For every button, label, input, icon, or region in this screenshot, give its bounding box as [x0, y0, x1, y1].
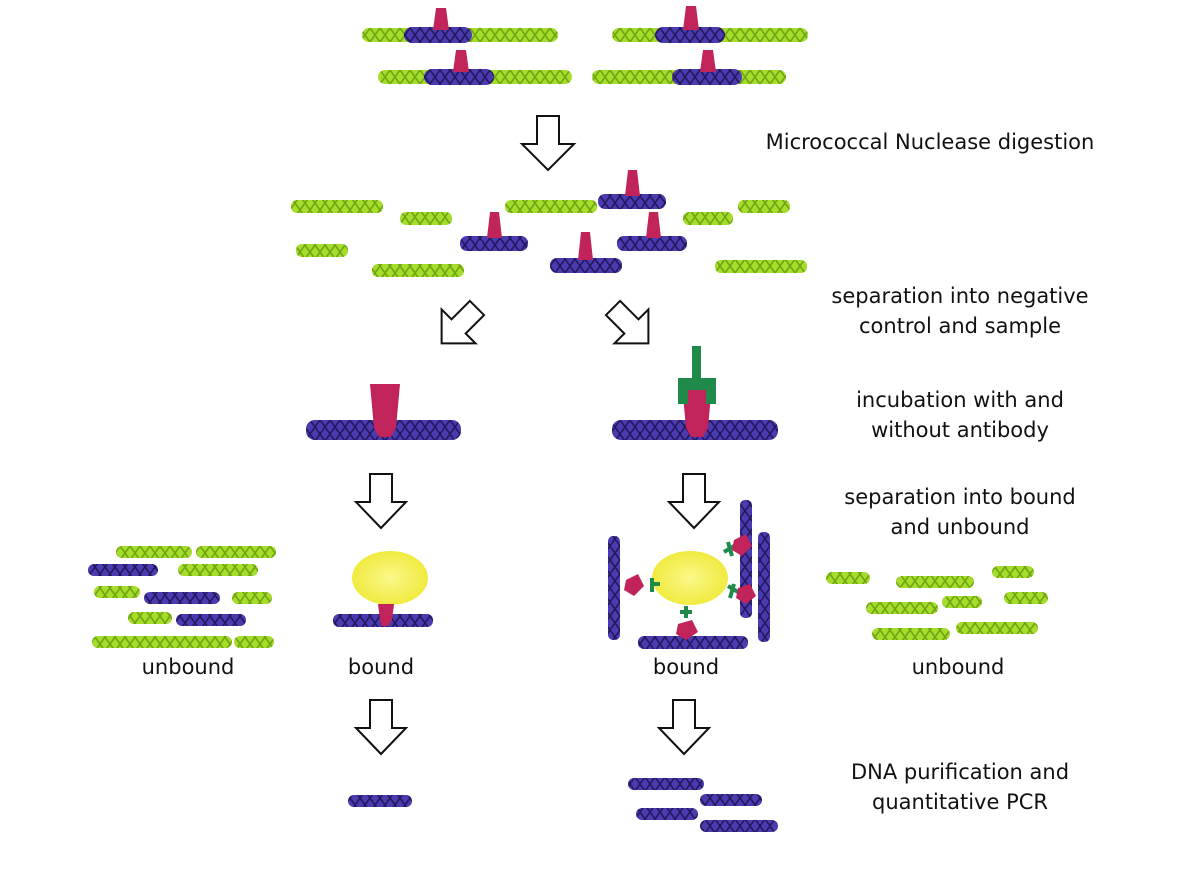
nucleosome-with-antibody [612, 346, 778, 440]
chromatin-fibers [362, 6, 808, 85]
right-unbound-fragments [826, 566, 1048, 640]
arrow-down-right-icon [604, 299, 650, 345]
step-bound-sep-line1: separation into bound [844, 485, 1076, 509]
arrow-down-icon [353, 699, 409, 756]
step-separation-line1: separation into negative [831, 284, 1089, 308]
step-separation-line2: control and sample [858, 314, 1061, 338]
label-right-bound: bound [652, 655, 720, 679]
arrow-down-icon [519, 115, 577, 172]
left-bound-bead [333, 551, 433, 627]
step-label-purification: DNA purification and quantitative PCR [800, 757, 1120, 817]
step-incubation-line2: without antibody [871, 418, 1049, 442]
digested-fragments [291, 170, 807, 277]
left-unbound-fragments [88, 546, 276, 648]
arrow-down-left-icon [440, 299, 486, 345]
step-label-separation: separation into negative control and sam… [800, 281, 1120, 341]
step-digestion-text: Micrococcal Nuclease digestion [765, 130, 1095, 154]
step-bound-sep-line2: and unbound [890, 515, 1030, 539]
step-label-incubation: incubation with and without antibody [800, 385, 1120, 445]
arrow-down-icon [353, 473, 409, 530]
label-left-bound: bound [347, 655, 415, 679]
step-incubation-line1: incubation with and [856, 388, 1064, 412]
purified-dna-negative [348, 795, 412, 807]
right-bound-complex [608, 500, 770, 649]
step-purification-line1: DNA purification and [850, 760, 1070, 784]
step-label-bound-separation: separation into bound and unbound [800, 482, 1120, 542]
arrow-down-icon [666, 473, 722, 530]
purified-dna-sample [628, 778, 778, 832]
label-right-unbound: unbound [911, 655, 1005, 679]
arrow-down-icon [656, 699, 712, 756]
label-left-unbound: unbound [141, 655, 235, 679]
nucleosome-negative-control [306, 384, 461, 440]
step-purification-line2: quantitative PCR [872, 790, 1048, 814]
step-label-digestion: Micrococcal Nuclease digestion [750, 127, 1110, 157]
